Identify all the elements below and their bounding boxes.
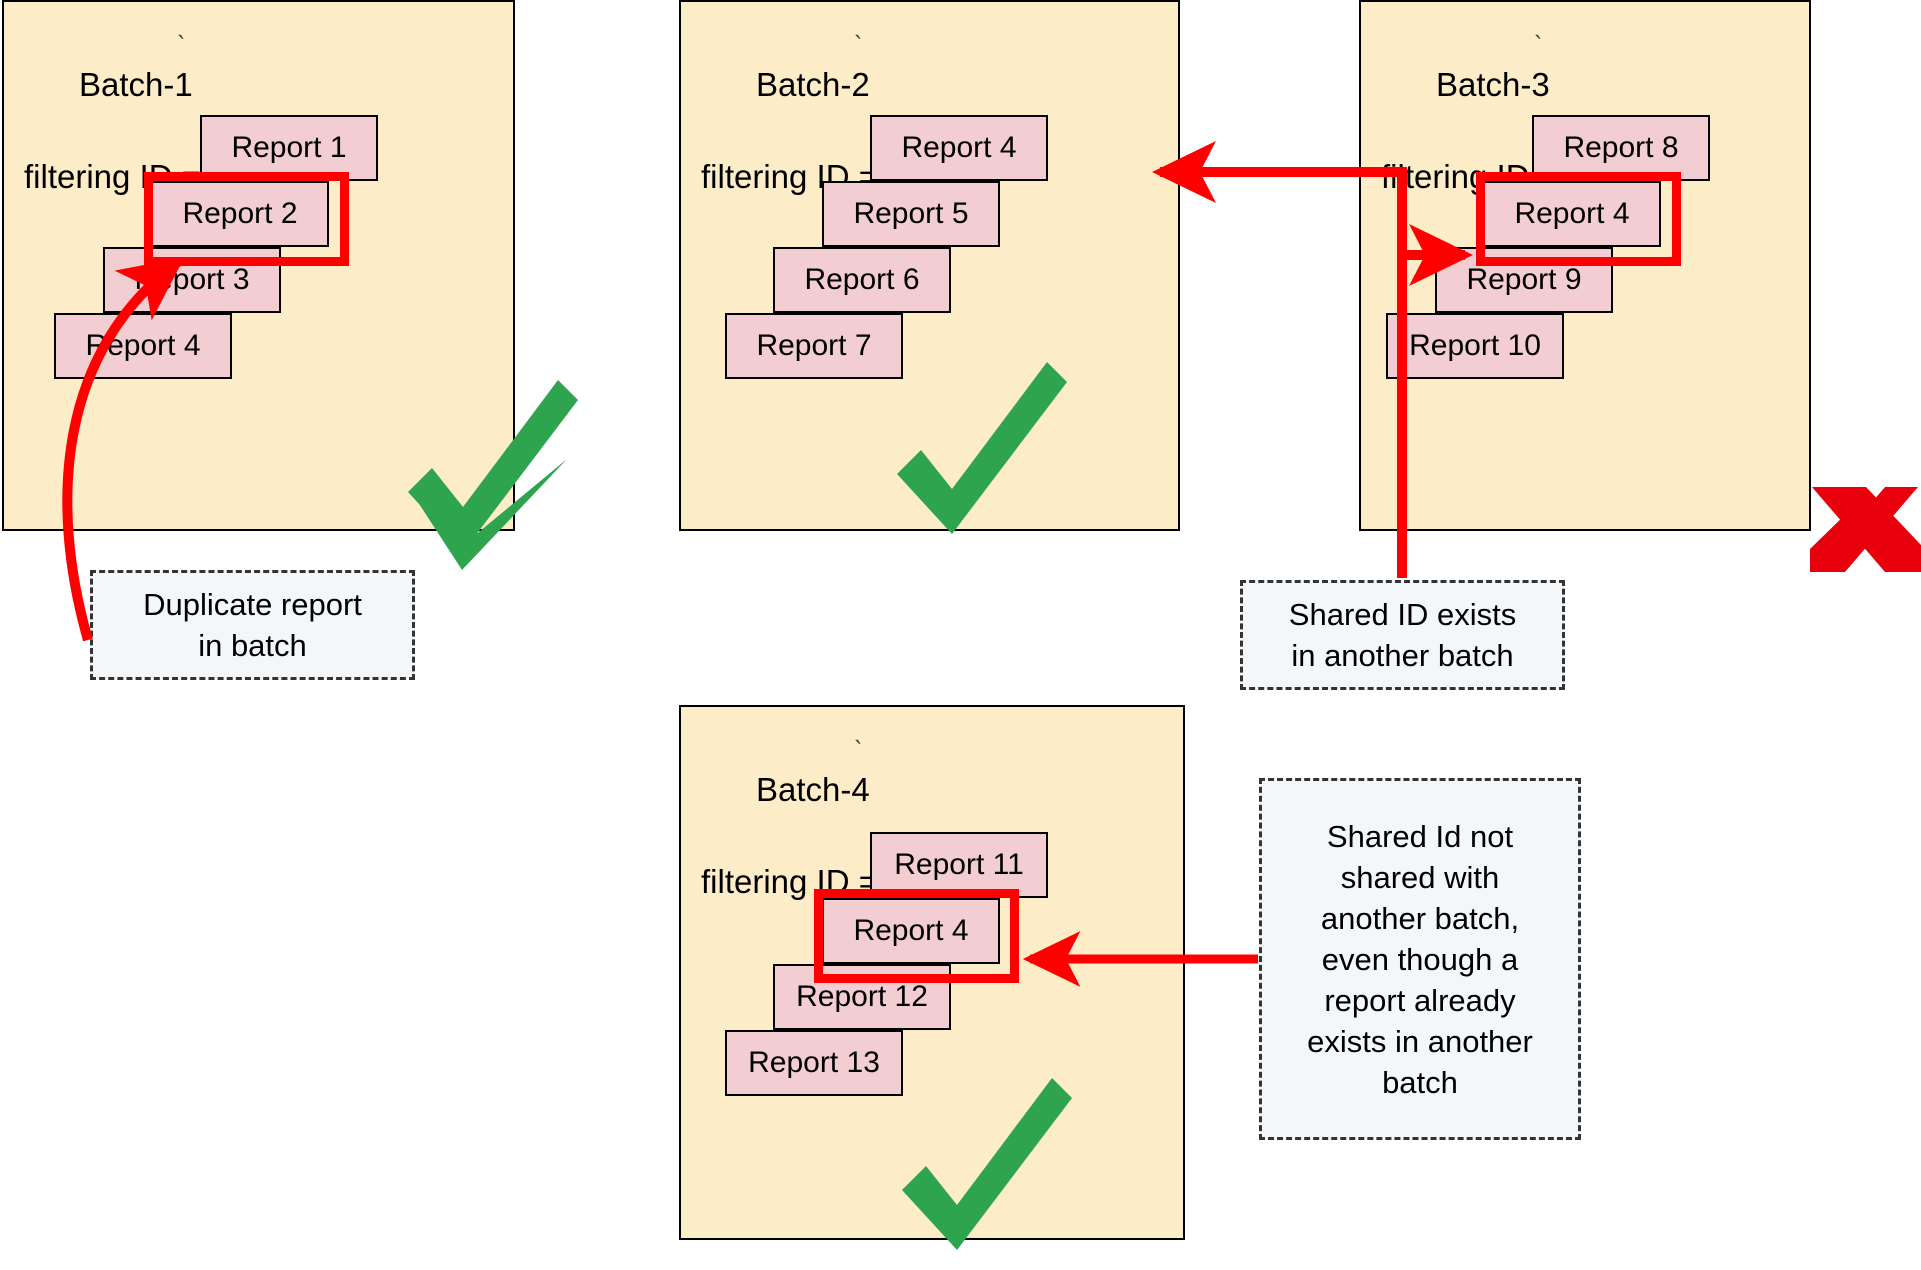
report-label: Report 3: [134, 263, 250, 296]
batch-box-batch-4: Batch-4 filtering ID = 1 ` Report 11 Rep…: [679, 705, 1185, 1240]
callout-text: Shared ID exists in another batch: [1288, 597, 1517, 673]
batch-box-batch-3: Batch-3 filtering ID = 0 ` Report 8 Repo…: [1359, 0, 1811, 531]
report-card[interactable]: Report 4: [54, 313, 232, 379]
batch-3-name: Batch-3: [1436, 66, 1550, 103]
report-label: Report 9: [1466, 263, 1582, 296]
callout-text: Duplicate report in batch: [143, 587, 362, 663]
report-card[interactable]: Report 6: [773, 247, 951, 313]
report-label: Report 11: [894, 848, 1024, 881]
callout-text: Shared Id not shared with another batch,…: [1307, 818, 1533, 1100]
highlight-outline-report-4: [814, 889, 1019, 983]
report-label: Report 7: [756, 329, 872, 362]
report-card[interactable]: Report 7: [725, 313, 903, 379]
report-label: Report 13: [748, 1046, 880, 1079]
report-label: Report 4: [85, 329, 201, 362]
report-card[interactable]: Report 13: [725, 1030, 903, 1096]
highlight-outline-report-2: [144, 172, 349, 266]
report-label: Report 8: [1563, 131, 1679, 164]
report-card[interactable]: Report 5: [822, 181, 1000, 247]
report-card[interactable]: Report 10: [1386, 313, 1564, 379]
batch-4-name: Batch-4: [756, 771, 870, 808]
batch-1-name: Batch-1: [79, 66, 193, 103]
report-card[interactable]: Report 4: [870, 115, 1048, 181]
report-label: Report 6: [804, 263, 920, 296]
cross-icon: [1812, 487, 1918, 572]
batch-box-batch-2: Batch-2 filtering ID = 0 ` Report 4 Repo…: [679, 0, 1180, 531]
report-label: Report 5: [853, 197, 969, 230]
report-label: Report 10: [1409, 329, 1541, 362]
report-label: Report 1: [231, 131, 347, 164]
cross-icon: [1810, 487, 1921, 572]
batch-box-batch-1: Batch-1 filtering ID = 0 ` Report 1 Repo…: [2, 0, 515, 531]
report-label: Report 12: [796, 980, 928, 1013]
batch-2-name: Batch-2: [756, 66, 870, 103]
callout-shared-id-not-shared: Shared Id not shared with another batch,…: [1259, 778, 1581, 1140]
callout-duplicate-report: Duplicate report in batch: [90, 570, 415, 680]
highlight-outline-report-4: [1476, 172, 1681, 266]
report-label: Report 4: [901, 131, 1017, 164]
callout-shared-id-exists: Shared ID exists in another batch: [1240, 580, 1565, 690]
